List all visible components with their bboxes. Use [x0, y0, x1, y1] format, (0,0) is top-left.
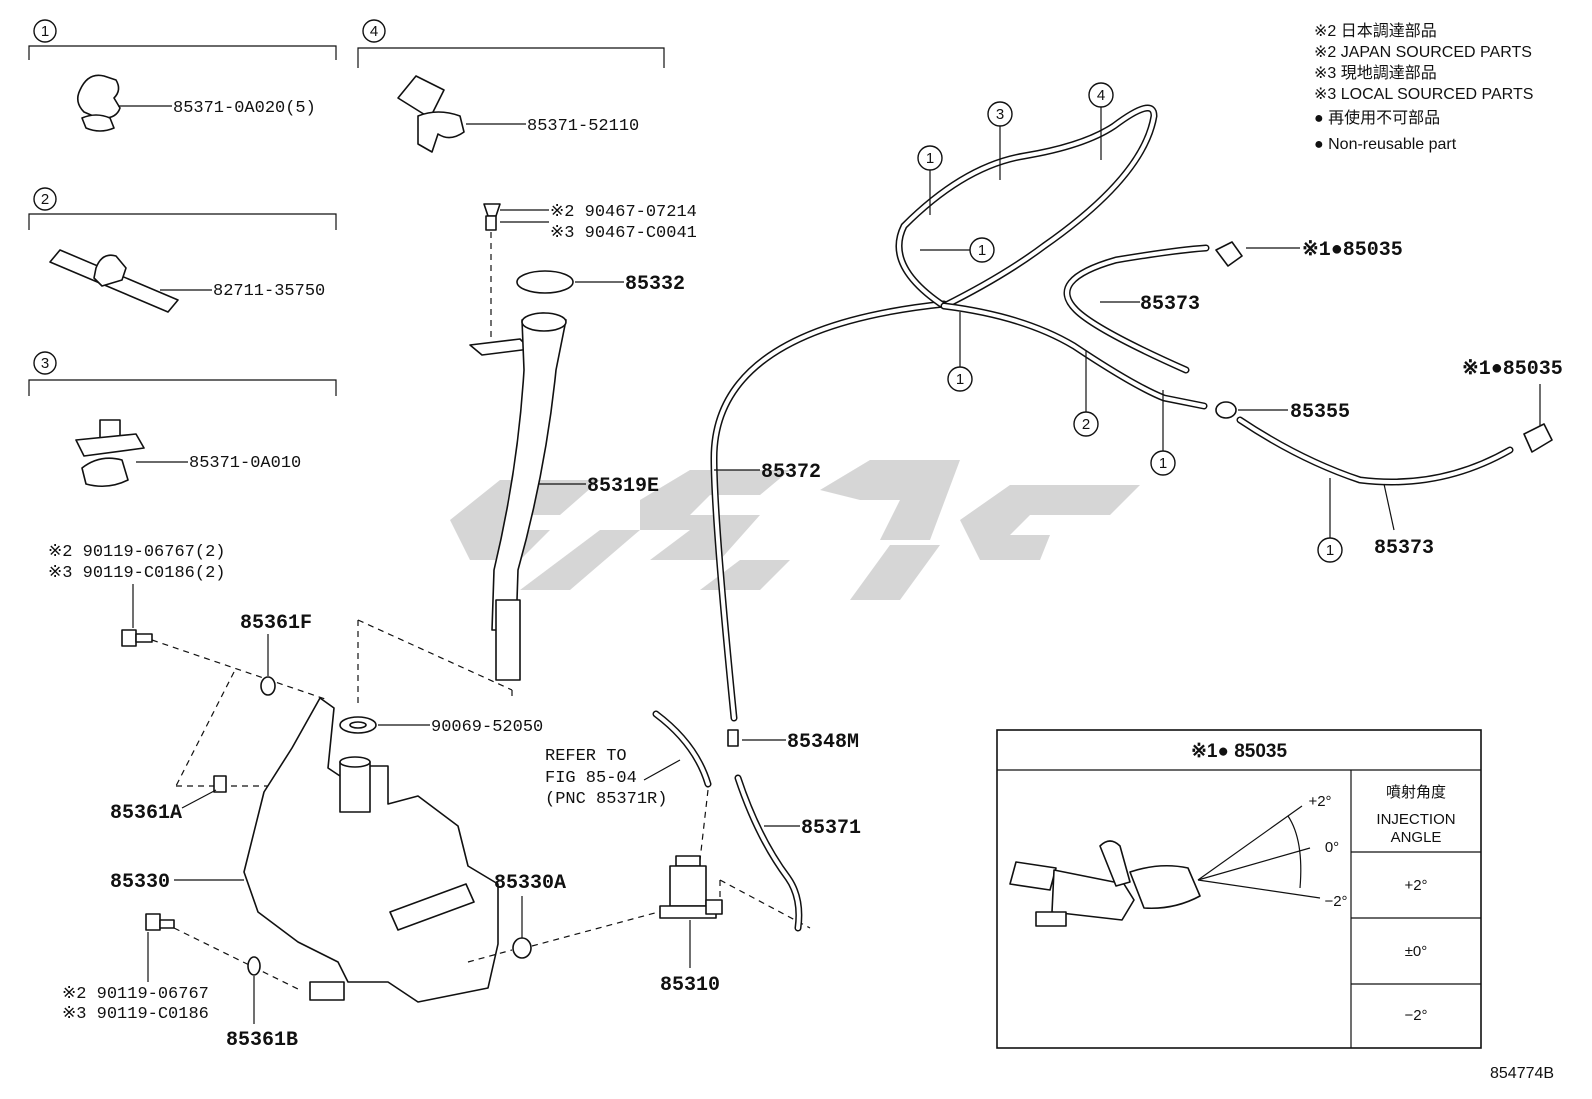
callout-2: 2 [1082, 416, 1090, 433]
callout-1a: 1 [926, 150, 934, 167]
part-85330A: 85330A [494, 872, 566, 895]
part-85371-52110: 85371-52110 [527, 117, 639, 136]
legend-line-3: ※3 現地調達部品 [1314, 64, 1437, 82]
angle-plus-label: +2° [1308, 793, 1331, 810]
detail-table: ※1● 85035 噴射角度 INJECTION ANGLE +2° ±0° −… [996, 729, 1482, 1049]
legend-line-6: ● Non-reusable part [1314, 136, 1457, 153]
detail-header-en2: ANGLE [1391, 829, 1442, 846]
group-4-number: 4 [370, 23, 378, 40]
connector-85355: 85355 [1215, 401, 1350, 424]
detail-row-minus: −2° [1404, 1007, 1427, 1024]
group-4-box: 4 85371-52110 [357, 19, 665, 153]
pump-assembly: 85310 [659, 855, 811, 997]
detail-header-jp: 噴射角度 [1386, 784, 1446, 801]
hose-85372: 85372 [710, 300, 948, 722]
part-85361F: 85361F [240, 612, 312, 635]
part-85361B: 85361B [226, 1029, 298, 1052]
part-90467-07214: ※2 90467-07214 [550, 203, 697, 222]
legend-line-4: ※3 LOCAL SOURCED PARTS [1314, 86, 1533, 103]
part-90119-C0186-2: ※3 90119-C0186(2) [48, 564, 225, 583]
refer-note: REFER TO FIG 85-04 (PNC 85371R) [545, 710, 712, 861]
part-90119-06767-2: ※2 90119-06767(2) [48, 543, 225, 562]
detail-row-plus: +2° [1404, 877, 1427, 894]
part-85371-0A020: 85371-0A020(5) [173, 99, 316, 118]
callout-1b: 1 [978, 242, 986, 259]
angle-minus-label: −2° [1324, 893, 1347, 910]
tank-assembly: ※2 90119-06767(2) ※3 90119-C0186(2) 8536… [48, 543, 667, 1052]
part-85330: 85330 [110, 871, 170, 894]
hose-85371: 85371 [734, 774, 861, 932]
part-85372: 85372 [761, 461, 821, 484]
part-90119-06767: ※2 90119-06767 [62, 985, 209, 1004]
part-85361A: 85361A [110, 802, 182, 825]
nozzle-right: ※1●85035 [1462, 358, 1563, 453]
group-3-box: 3 85371-0A010 [28, 351, 337, 488]
part-85332: 85332 [625, 273, 685, 296]
detail-header-en1: INJECTION [1376, 811, 1455, 828]
connector-85348M: 85348M [727, 729, 859, 754]
callout-1e: 1 [1326, 542, 1334, 559]
legend: ※2 日本調達部品 ※2 JAPAN SOURCED PARTS ※3 現地調達… [1314, 22, 1533, 153]
group-3-number: 3 [41, 355, 49, 372]
part-90467-C0041: ※3 90467-C0041 [550, 224, 697, 243]
callout-markers: 1 1 3 4 1 1 2 1 [917, 82, 1343, 563]
group-2-box: 2 82711-35750 [28, 187, 337, 313]
part-90119-C0186: ※3 90119-C0186 [62, 1005, 209, 1024]
detail-row-zero: ±0° [1405, 943, 1428, 960]
hose-network: 85373 85373 [895, 104, 1514, 560]
refer-line-2: FIG 85-04 [545, 769, 637, 788]
legend-line-2: ※2 JAPAN SOURCED PARTS [1314, 44, 1532, 61]
group-1-number: 1 [41, 23, 49, 40]
callout-3: 3 [996, 106, 1004, 123]
part-85348M: 85348M [787, 731, 859, 754]
part-85035-upper: ※1●85035 [1302, 239, 1403, 262]
part-85371-0A010: 85371-0A010 [189, 454, 301, 473]
part-85035-right: ※1●85035 [1462, 358, 1563, 381]
legend-line-5: ● 再使用不可部品 [1314, 109, 1440, 127]
part-90069-52050: 90069-52050 [431, 718, 543, 737]
group-1-box: 1 85371-0A020(5) [28, 19, 337, 132]
part-85373-lower: 85373 [1374, 537, 1434, 560]
part-85355: 85355 [1290, 401, 1350, 424]
part-85319E: 85319E [587, 475, 659, 498]
part-85310: 85310 [660, 974, 720, 997]
callout-1d: 1 [1159, 455, 1167, 472]
refer-line-1: REFER TO [545, 747, 627, 766]
refer-line-3: (PNC 85371R) [545, 790, 667, 809]
part-85373-upper: 85373 [1140, 293, 1200, 316]
figure-code: 854774B [1490, 1065, 1554, 1082]
part-85371: 85371 [801, 817, 861, 840]
part-82711-35750: 82711-35750 [213, 282, 325, 301]
detail-title: ※1● 85035 [1191, 741, 1288, 762]
callout-4: 4 [1097, 87, 1105, 104]
angle-zero-label: 0° [1325, 839, 1339, 856]
nozzle-upper: ※1●85035 [1215, 239, 1403, 267]
filler-assembly: ※2 90467-07214 ※3 90467-C0041 85332 8531… [469, 203, 697, 681]
group-2-number: 2 [41, 191, 49, 208]
callout-1c: 1 [956, 371, 964, 388]
legend-line-1: ※2 日本調達部品 [1314, 22, 1437, 40]
